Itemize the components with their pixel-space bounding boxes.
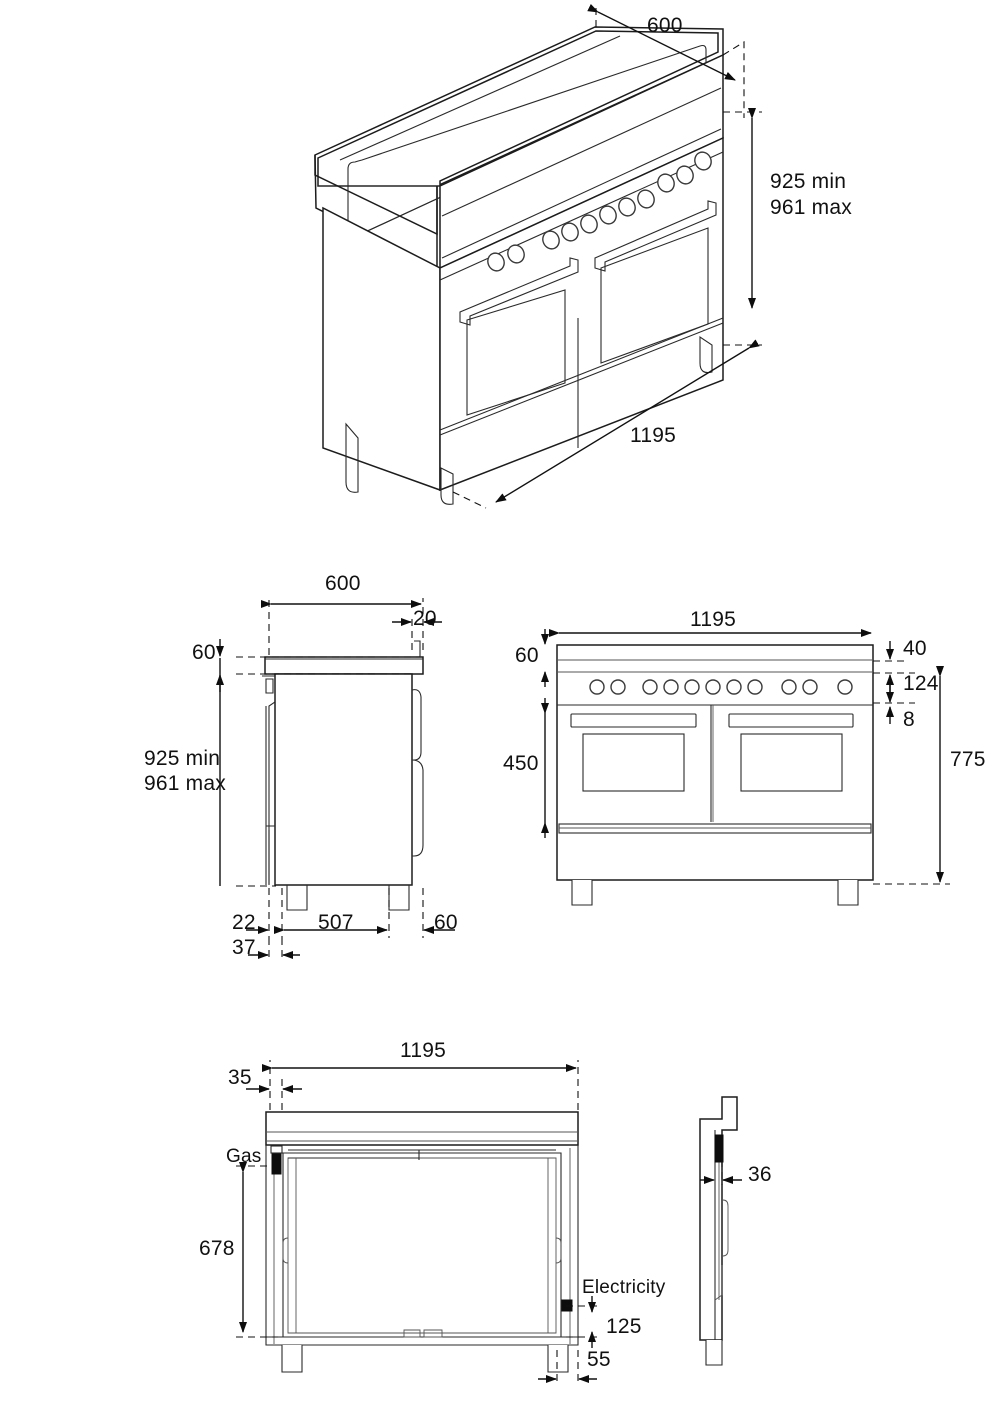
side-dim-600 (261, 598, 424, 655)
plan-label-width: 1195 (400, 1039, 446, 1062)
detail-connector-marker (714, 1134, 724, 1163)
side-dim-60-right (422, 888, 455, 938)
plan-leg-left (281, 1345, 303, 1373)
front-label-backsplash: 60 (515, 644, 539, 667)
side-dim-20 (392, 618, 442, 650)
plan-leg-right (547, 1345, 569, 1373)
side-label-height-max: 961 max (144, 772, 226, 795)
side-body (274, 673, 413, 886)
side-label-height-min: 925 min (144, 747, 221, 770)
iso-label-height-min: 925 min (770, 170, 847, 193)
plan-label-electricity: Electricity (582, 1277, 666, 1298)
iso-dim-height (723, 108, 762, 346)
front-drawer-bar (558, 823, 872, 834)
side-label-backsplash: 60 (192, 641, 216, 664)
front-dim-40 (873, 641, 908, 662)
side-dim-37 (248, 938, 300, 962)
side-door-profile (411, 689, 424, 885)
side-dim-22 (246, 888, 270, 938)
plan-label-gas: Gas (226, 1146, 262, 1167)
front-label-gap: 8 (903, 708, 915, 731)
front-leg-left (571, 880, 593, 906)
side-label-offset-a: 22 (232, 911, 256, 934)
front-leg-right (837, 880, 859, 906)
plan-label-gas-height: 678 (199, 1237, 235, 1260)
front-oven-door-left (570, 713, 697, 792)
side-dim-507 (274, 888, 390, 938)
front-body (556, 644, 874, 881)
detail-label-offset: 36 (748, 1163, 772, 1186)
iso-dim-width-1195 (452, 339, 762, 509)
side-elevation-view (216, 598, 455, 962)
front-dim-124 (873, 672, 915, 704)
plan-dim-678 (236, 1162, 278, 1338)
front-label-door-height: 450 (503, 752, 539, 775)
side-label-rear-gap: 60 (434, 911, 458, 934)
detail-leg (705, 1340, 723, 1366)
side-leg-front (286, 885, 308, 911)
front-dim-775 (873, 666, 950, 885)
plan-label-left-offset: 35 (228, 1066, 252, 1089)
side-dim-height (219, 658, 276, 887)
plan-top-slab (265, 1111, 579, 1146)
plan-label-right-offset: 55 (587, 1348, 611, 1371)
side-rear-connector (262, 675, 276, 885)
plan-dim-125 (566, 1296, 600, 1348)
iso-control-knobs[interactable] (485, 150, 714, 274)
iso-dim-depth-600 (587, 3, 745, 118)
front-elevation-view (541, 629, 950, 906)
side-label-depth: 600 (325, 572, 361, 595)
side-leg-rear (388, 885, 410, 911)
iso-oven-door-right (594, 200, 717, 364)
isometric-view (314, 3, 762, 509)
plan-outer (265, 1145, 579, 1346)
side-label-offset-b: 37 (232, 936, 256, 959)
detail-dim-36 (700, 1160, 742, 1185)
front-control-knobs[interactable] (589, 679, 853, 695)
side-label-body-depth: 507 (318, 911, 354, 934)
front-label-width: 1195 (690, 608, 736, 631)
gas-connector-marker (270, 1145, 283, 1175)
detail-body (699, 1096, 738, 1341)
detail-view (699, 1096, 742, 1366)
front-label-control-panel: 124 (903, 672, 939, 695)
front-oven-door-right (728, 713, 854, 792)
plan-dim-1195 (262, 1060, 579, 1110)
iso-label-depth: 600 (647, 14, 683, 37)
plan-view (236, 1060, 600, 1386)
plan-dim-55 (538, 1350, 597, 1386)
side-label-overhang: 20 (413, 607, 437, 630)
front-label-panel-top: 40 (903, 637, 927, 660)
iso-label-width: 1195 (630, 424, 676, 447)
iso-label-height-max: 961 max (770, 196, 852, 219)
plan-dim-35 (246, 1078, 302, 1110)
front-label-overall-height: 775 (950, 748, 986, 771)
plan-label-electricity-height: 125 (606, 1315, 642, 1338)
